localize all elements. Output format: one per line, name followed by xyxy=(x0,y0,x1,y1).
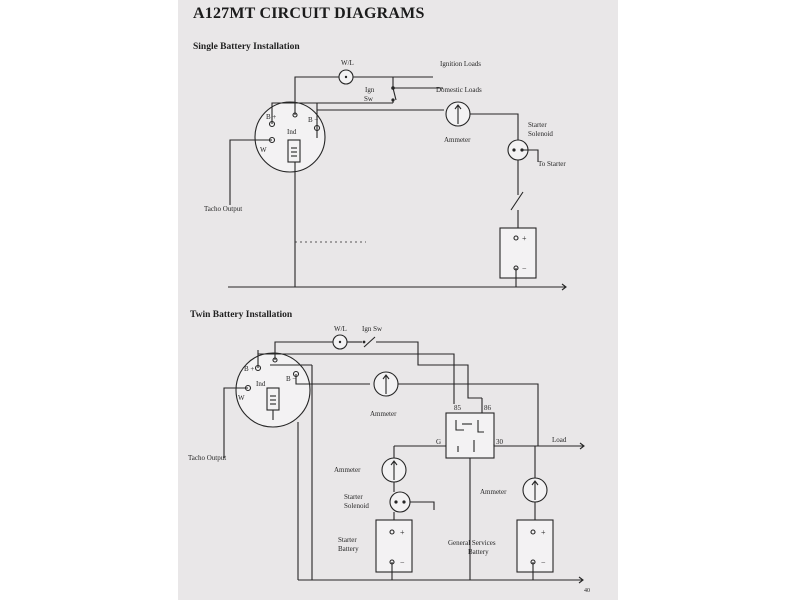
general-battery-minus: − xyxy=(541,558,546,567)
twin-battery-diagram: B + B − Ind W W/L Ign Sw Tacho Output xyxy=(188,325,590,594)
starter-solenoid-twin xyxy=(389,491,411,513)
ammeter-label-main-twin: Ammeter xyxy=(370,410,397,418)
starter-battery-plus: + xyxy=(400,528,405,537)
wl-label-single: W/L xyxy=(341,59,354,67)
ammeter-label-single: Ammeter xyxy=(444,136,471,144)
alt-bminus-label-twin: B − xyxy=(286,375,296,383)
domestic-loads-label: Domestic Loads xyxy=(436,86,482,94)
starter-battery-label-2: Battery xyxy=(338,545,359,553)
single-battery-diagram: B + B − Ind W W/L Ignition Loads Domesti… xyxy=(204,59,567,291)
alt-ind-label-twin: Ind xyxy=(256,380,266,388)
page-number: 40 xyxy=(584,588,590,594)
relay-30-label: 30 xyxy=(496,438,504,446)
alt-bplus-label-twin: B + xyxy=(244,365,254,373)
load-label: Load xyxy=(552,436,567,444)
to-starter-label: To Starter xyxy=(538,160,566,168)
starter-solenoid-label-1-twin: Starter xyxy=(344,493,363,501)
ign-sw-label-2: Sw xyxy=(364,95,374,103)
alt-bminus-label: B − xyxy=(308,116,318,124)
general-battery-label-1: General Services xyxy=(448,539,496,547)
alt-ind-label: Ind xyxy=(287,128,297,136)
wl-label-twin: W/L xyxy=(334,325,347,333)
ign-sw-label-1: Ign xyxy=(365,86,375,94)
relay xyxy=(445,412,495,459)
starter-solenoid-label-2-single: Solenoid xyxy=(528,130,553,138)
relay-85-label: 85 xyxy=(454,404,462,412)
starter-battery-minus: − xyxy=(400,558,405,567)
starter-solenoid-label-2-twin: Solenoid xyxy=(344,502,369,510)
ammeter-label-general-twin: Ammeter xyxy=(480,488,507,496)
battery-plus-single: + xyxy=(522,234,527,243)
circuit-diagrams: B + B − Ind W W/L Ignition Loads Domesti… xyxy=(188,59,590,594)
page-title: A127MT CIRCUIT DIAGRAMS xyxy=(193,5,425,22)
ign-sw-label-twin: Ign Sw xyxy=(362,325,383,333)
battery-minus-single: − xyxy=(522,264,527,273)
single-battery-heading: Single Battery Installation xyxy=(193,42,300,52)
tacho-output-label-single: Tacho Output xyxy=(204,205,242,213)
relay-86-label: 86 xyxy=(484,404,492,412)
tacho-output-label-twin: Tacho Output xyxy=(188,454,226,462)
general-battery-plus: + xyxy=(541,528,546,537)
general-services-battery xyxy=(516,519,554,573)
alt-bplus-label: B + xyxy=(266,113,276,121)
relay-g-label: G xyxy=(436,438,441,446)
battery-single xyxy=(499,227,537,279)
starter-battery xyxy=(375,519,413,573)
ammeter-label-starter-twin: Ammeter xyxy=(334,466,361,474)
diagram-sheet: A127MT CIRCUIT DIAGRAMS Single Battery I… xyxy=(178,0,618,600)
alt-w-label-twin: W xyxy=(238,394,245,402)
alternator-single: B + B − Ind W xyxy=(254,101,326,173)
alt-w-label: W xyxy=(260,146,267,154)
starter-battery-label-1: Starter xyxy=(338,536,357,544)
starter-solenoid-label-1-single: Starter xyxy=(528,121,547,129)
general-battery-label-2: Battery xyxy=(468,548,489,556)
ignition-loads-label: Ignition Loads xyxy=(440,60,481,68)
twin-battery-heading: Twin Battery Installation xyxy=(190,310,293,320)
